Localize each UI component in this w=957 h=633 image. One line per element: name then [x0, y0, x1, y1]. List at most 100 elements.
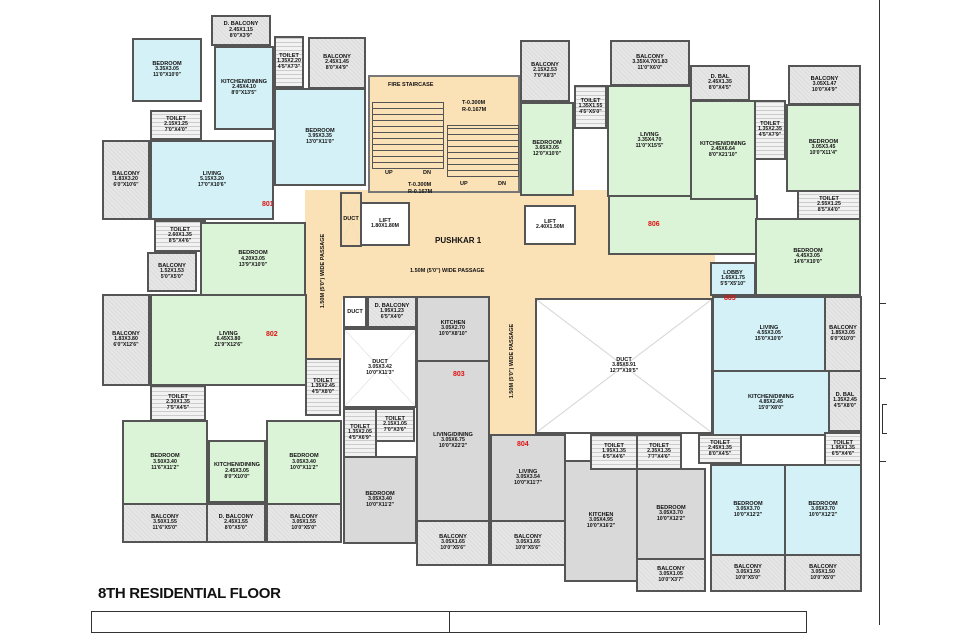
room-name: BEDROOM — [289, 453, 319, 460]
unit-806-dining — [608, 195, 758, 255]
room-name: BALCONY — [112, 330, 140, 337]
main-staircase-steps — [447, 125, 519, 177]
room-name: BALCONY — [290, 513, 318, 520]
room-dimensions-m: 3.35X4.70/1.83 — [632, 59, 668, 66]
room-dimensions-m: 2.15X2.53 — [533, 67, 557, 74]
room-dimensions-m: 2.45X3.05 — [225, 467, 249, 474]
room-name: TOILET — [170, 226, 190, 233]
room-dimensions-ft: 10'0"X5'0" — [810, 575, 836, 582]
room-dimensions-m: 3.05X2.70 — [441, 325, 465, 332]
room-dimensions-m: 1.83X3.20 — [114, 176, 138, 183]
room-dimensions-m: 2.45X1.45 — [325, 59, 349, 66]
room-dimensions-m: 4.20X3.05 — [241, 255, 265, 262]
room-name: LIVING — [640, 131, 659, 138]
room-dimensions-ft: 11'6"X5'0" — [152, 525, 178, 532]
room-name: BALCONY — [636, 53, 664, 60]
room-name: BALCONY — [151, 513, 179, 520]
room-dimensions-m: 1.95X1.35 — [831, 445, 855, 452]
room-dimensions-m: 2.45X4.10 — [232, 84, 256, 91]
room-dimensions-m: 3.05X3.40 — [368, 496, 392, 503]
room-dimensions-ft: 8'5"X4'6" — [168, 238, 192, 245]
room-dimensions-ft: 10'0"X12'2" — [808, 512, 838, 519]
room-dimensions-ft: 10'0"X3'7" — [658, 577, 684, 584]
room-name: TOILET — [279, 52, 299, 59]
room-name: TOILET — [604, 442, 624, 449]
unit-number-804: 804 — [517, 441, 529, 448]
room-dimensions-m: 4.45X3.05 — [796, 253, 820, 260]
room-dimensions-m: 5.15X3.20 — [200, 176, 224, 183]
room-name: LIVING — [202, 170, 222, 177]
room-dimensions-ft: 12'7"X19'5" — [609, 368, 639, 375]
room-name: BALCONY — [439, 533, 467, 540]
area-statement-table — [91, 611, 807, 633]
room-dimensions-ft: 10'0"X11'2" — [290, 464, 318, 471]
room-name: TOILET — [819, 195, 839, 202]
room-dimensions-m: 4.55X3.05 — [757, 330, 781, 337]
room-dimensions-m: 2.45X1.35 — [708, 79, 732, 86]
room-name: BALCONY — [809, 563, 837, 570]
room-dimensions-ft: 7'0"X8'3" — [533, 73, 557, 80]
room-dimensions-ft: 8'0"X21'10" — [708, 152, 738, 159]
room-dimensions-ft: 12'0"X10'0" — [532, 151, 562, 158]
room-duct: DUCT — [343, 296, 367, 328]
room-dimensions-m: 2.45X1.35 — [708, 445, 732, 452]
room-dimensions-m: 3.05X3.70 — [659, 510, 683, 517]
room-dimensions-m: 3.05X1.50 — [736, 569, 760, 576]
room-dimensions-ft: 10'0"X4'9" — [811, 87, 838, 94]
fire-staircase-steps — [372, 102, 444, 169]
room-name: TOILET — [833, 439, 853, 446]
room-dimensions-ft: 15'0"X8'0" — [758, 405, 784, 412]
room-name: TOILET — [649, 442, 669, 449]
tread-label-2: T-0.300M — [408, 182, 432, 188]
building-name: PUSHKAR 1 — [435, 236, 482, 245]
room-dimensions-m: 2.55X1.25 — [817, 201, 841, 208]
room-name: LIVING — [219, 330, 238, 337]
room-name: TOILET — [580, 97, 601, 104]
room-name: DUCT — [372, 358, 388, 365]
room-name: LOBBY — [723, 269, 743, 276]
room-name: DUCT — [347, 308, 363, 315]
stair-up-label: UP — [385, 170, 393, 176]
room-dimensions-m: 3.05X1.65 — [516, 539, 540, 546]
passage-vertical-right — [490, 290, 536, 440]
room-name: TOILET — [313, 377, 333, 384]
passage-label: 1.50M (5'0") WIDE PASSAGE — [410, 268, 485, 274]
room-name: BEDROOM — [238, 250, 268, 257]
room-name: KITCHEN/DINING — [221, 78, 267, 85]
room-dimensions-ft: 10'0"X11'3" — [366, 370, 394, 377]
room-dimensions-m: 1.95X1.23 — [380, 308, 404, 315]
room-dimensions-ft: 4'5"X6'9" — [348, 435, 372, 442]
room-dimensions-ft: 6'5"X4'6" — [831, 451, 855, 458]
room-name: KITCHEN — [588, 511, 614, 518]
unit-number-801: 801 — [262, 201, 274, 208]
room-dimensions-m: 3.50X1.55 — [153, 519, 177, 526]
passage-label-vertical-right: 1.50M (5'0") WIDE PASSAGE — [509, 323, 516, 399]
duct-cross-mark — [537, 300, 711, 432]
room-dimensions-m: 3.35X3.05 — [155, 66, 179, 73]
room-dimensions-m: 3.50X3.40 — [153, 458, 177, 465]
room-dimensions-m: 3.65X3.05 — [535, 145, 559, 152]
room-name: BEDROOM — [152, 60, 182, 67]
room-dimensions-m: 3.05X1.05 — [659, 571, 683, 578]
room-dimensions-ft: 13'9"X10'0" — [238, 261, 268, 268]
room-dimensions-m: 1.65X1.75 — [721, 275, 745, 282]
